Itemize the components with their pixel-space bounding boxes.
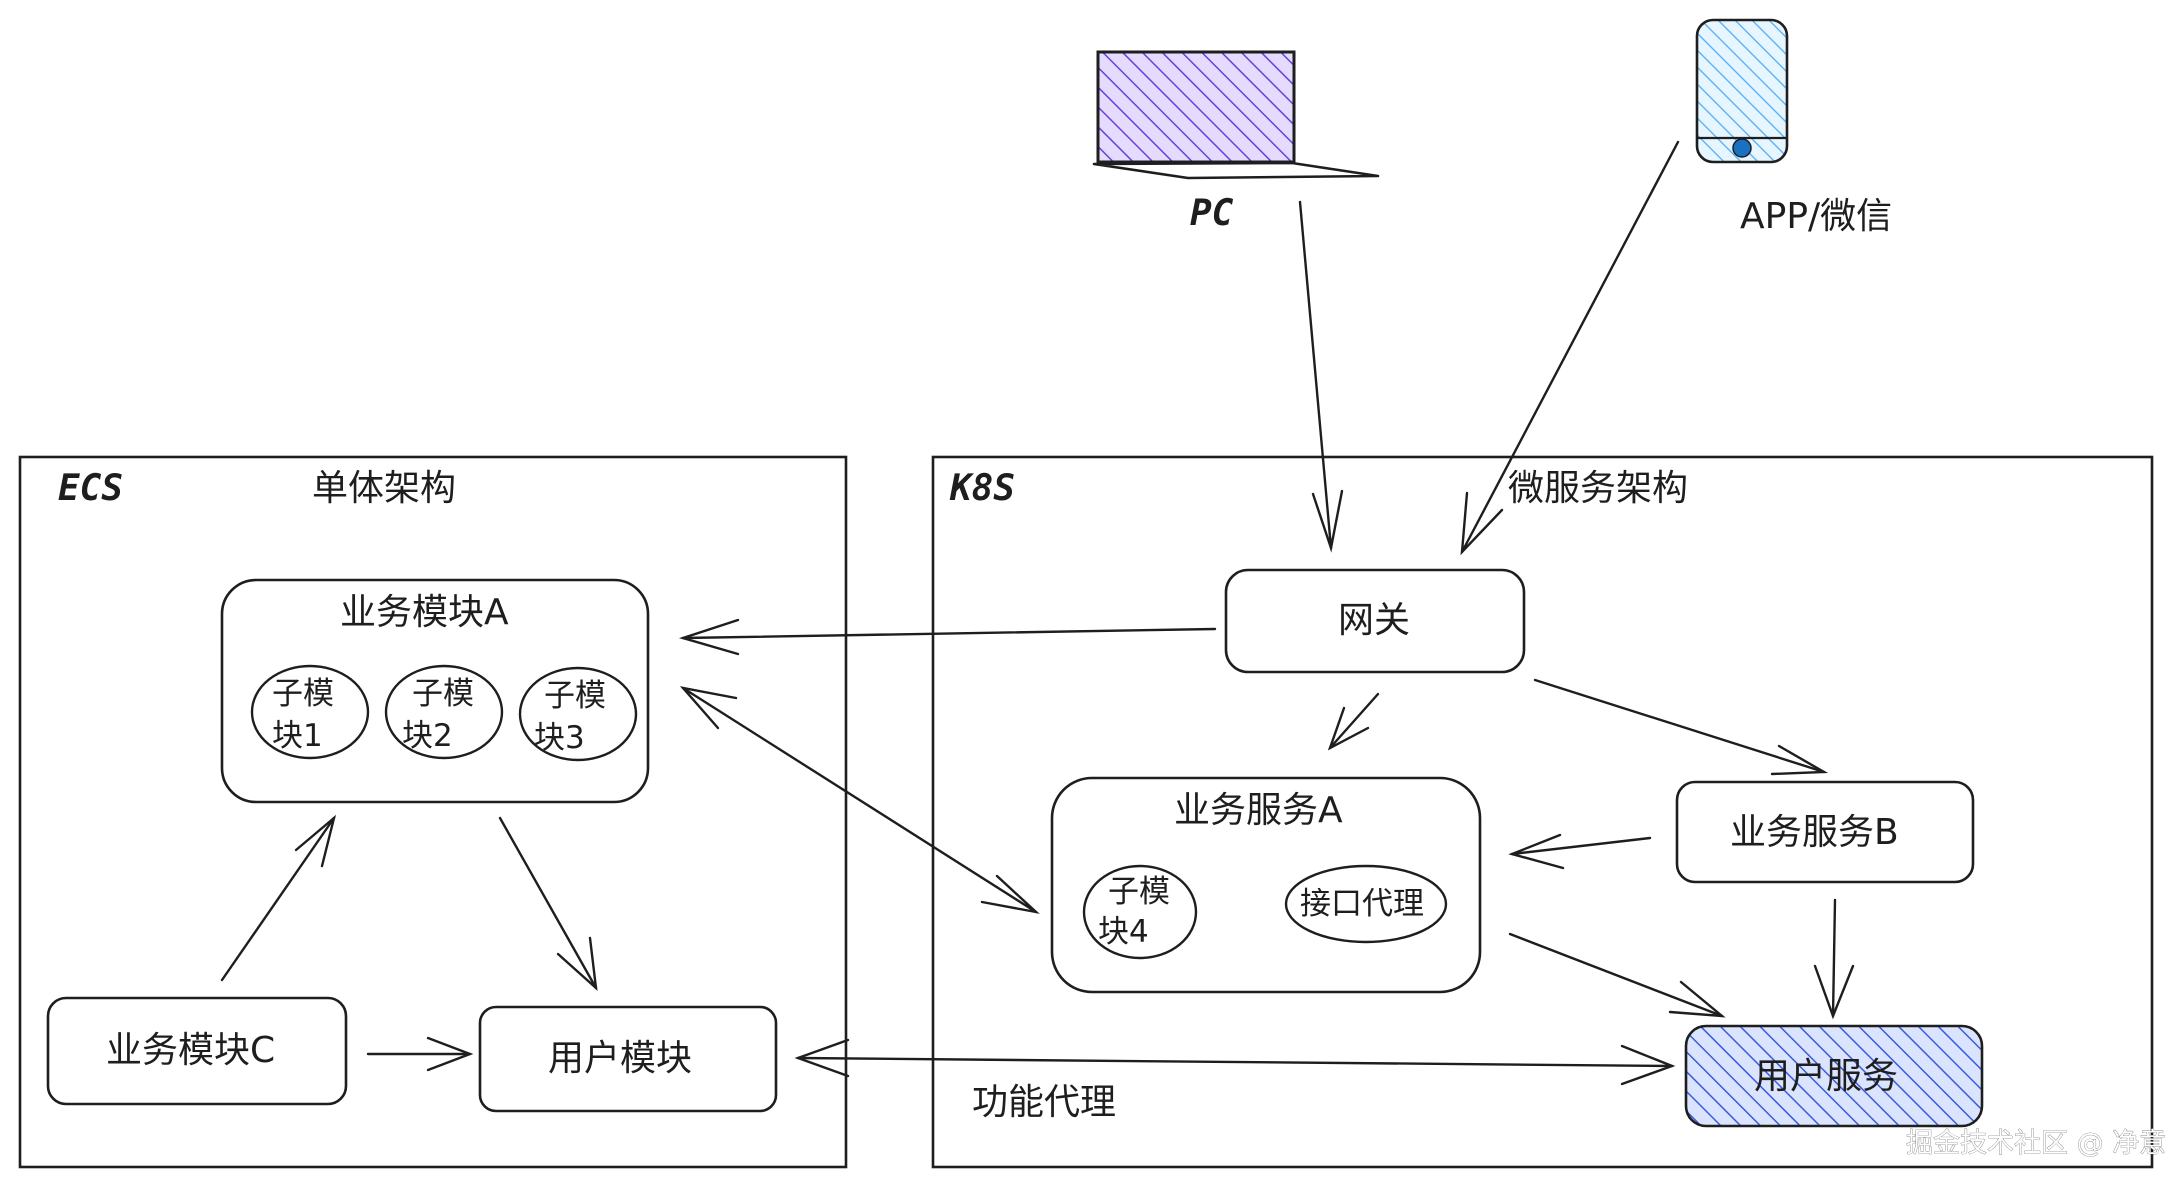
arrow-module-c-to-module-a	[220, 814, 337, 982]
submodule-3: 子模 块3	[518, 666, 638, 762]
arrow-service-b-to-user-service	[1813, 898, 1855, 1020]
gateway-label: 网关	[1338, 600, 1410, 641]
k8s-frame	[931, 455, 2154, 1169]
k8s-label: K8S	[949, 468, 1015, 509]
submodule-1-line2: 块1	[272, 718, 323, 754]
ecs-label: ECS	[58, 468, 123, 509]
user-module-box	[478, 1005, 778, 1113]
service-b-label: 业务服务B	[1730, 812, 1899, 853]
interface-proxy: 接口代理	[1284, 864, 1448, 944]
interface-proxy-label: 接口代理	[1300, 886, 1424, 922]
arrow-module-a-to-user-module	[498, 816, 598, 992]
arrow-module-c-to-user-module	[366, 1036, 474, 1072]
ecs-frame	[18, 455, 848, 1169]
app-label: APP/微信	[1740, 196, 1892, 237]
arrow-service-a-to-user-service	[1508, 932, 1726, 1018]
arrow-gateway-to-service-a	[1327, 692, 1380, 751]
module-c-label: 业务模块C	[106, 1030, 275, 1071]
submodule-2-line2: 块2	[402, 718, 453, 754]
user-module-label: 用户模块	[548, 1038, 692, 1079]
arrow-pc-to-gateway	[1298, 200, 1344, 553]
submodule-1-line1: 子模	[272, 676, 334, 712]
user-service-box	[1684, 1024, 1984, 1128]
ecs-title: 单体架构	[312, 468, 456, 509]
submodule-3-line2: 块3	[534, 720, 585, 756]
arrow-gateway-to-module-a	[678, 618, 1217, 656]
laptop-icon	[1092, 50, 1380, 180]
module-a-label: 业务模块A	[340, 592, 509, 633]
pc-label: PC	[1190, 193, 1234, 234]
module-c-box	[46, 996, 348, 1106]
submodule-2: 子模 块2	[384, 664, 504, 760]
arrow-user-module-user-service-bidirectional	[794, 1038, 1676, 1086]
submodule-4: 子模 块4	[1082, 864, 1198, 960]
function-proxy-label: 功能代理	[972, 1082, 1116, 1123]
service-a-label: 业务服务A	[1174, 790, 1343, 831]
submodule-1: 子模 块1	[250, 664, 370, 760]
k8s-title: 微服务架构	[1508, 468, 1688, 509]
phone-icon	[1695, 18, 1789, 164]
submodule-4-line2: 块4	[1098, 914, 1149, 950]
gateway-box	[1224, 568, 1526, 674]
arrow-gateway-to-service-b	[1533, 678, 1829, 776]
arrow-app-to-gateway	[1460, 140, 1680, 556]
watermark: 掘金技术社区 @ 净意	[1906, 1128, 2166, 1159]
user-service-label: 用户服务	[1754, 1056, 1898, 1097]
arrow-service-b-to-service-a	[1508, 833, 1652, 870]
submodule-4-line1: 子模	[1108, 874, 1170, 910]
submodule-3-line1: 子模	[544, 678, 606, 714]
service-b-box	[1675, 780, 1975, 884]
arrow-module-a-service-a-bidirectional	[679, 686, 1040, 914]
submodule-2-line1: 子模	[412, 676, 474, 712]
